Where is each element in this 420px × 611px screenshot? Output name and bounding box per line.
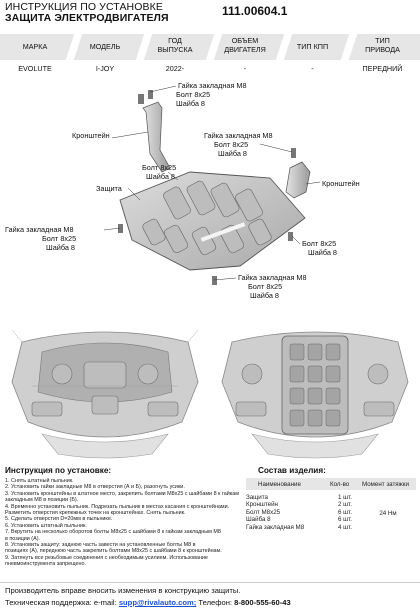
bolt-icon bbox=[212, 276, 217, 285]
bolt-icon bbox=[288, 232, 293, 241]
list-item: 8. Установить защиту: заднюю часть завес… bbox=[5, 542, 196, 549]
kit-torque-value: 24 Нм bbox=[379, 510, 397, 517]
diagram-labels: Гайка закладная М8 Болт 8х25 Шайба 8 Кро… bbox=[5, 81, 360, 300]
label-washer-right: Шайба 8 bbox=[308, 248, 337, 257]
spec-value-year: 2022- bbox=[165, 64, 185, 73]
spec-value-engine: - bbox=[243, 64, 247, 73]
footer-support: Техническая поддержка: e-mail: supp@riva… bbox=[5, 598, 291, 607]
underbody-render-after bbox=[212, 322, 418, 462]
list-item: 4. Временно установить пыльник. Подрезат… bbox=[5, 503, 230, 510]
kit-table: Наименование Кол-во Момент затяжки Защит… bbox=[246, 478, 416, 531]
table-row: Гайка закладная М8 4 шт. bbox=[246, 523, 352, 531]
list-item: 1. Снять штатный пыльник. bbox=[5, 478, 74, 484]
list-item: 5. Сделать отверстия D=20мм в пыльнике. bbox=[5, 516, 113, 523]
spec-value-drive: ПЕРЕДНИЙ bbox=[362, 64, 403, 73]
label-washer-bottom: Шайба 8 bbox=[250, 291, 279, 300]
list-item: 9. Затянуть все резьбовые соединения с н… bbox=[5, 554, 208, 561]
spec-header-brand: МАРКА bbox=[22, 42, 48, 51]
label-nut-top-1: Гайка закладная М8 bbox=[178, 81, 247, 90]
label-bolt-right: Болт 8х25 bbox=[302, 239, 336, 248]
table-row: Защита 1 шт. bbox=[246, 494, 352, 501]
table-row: Кронштейн 2 шт. bbox=[246, 501, 352, 509]
label-washer-left: Шайба 8 bbox=[46, 243, 75, 252]
bolt-icon bbox=[148, 90, 153, 99]
list-item: 7. Вкрутить на несколько оборотов болты … bbox=[5, 529, 221, 536]
support-label: Техническая поддержка: e-mail: bbox=[5, 598, 117, 607]
bracket-left-part bbox=[138, 90, 171, 173]
underbody-render-before bbox=[2, 322, 208, 462]
assembly-diagram: Гайка закладная М8 Болт 8х25 Шайба 8 Кро… bbox=[0, 80, 420, 320]
label-bolt-bottom: Болт 8х25 bbox=[248, 282, 282, 291]
kit-header-name: Наименование bbox=[258, 481, 301, 488]
kit-title: Состав изделия: bbox=[258, 466, 326, 475]
label-washer-top-2: Шайба 8 bbox=[218, 149, 247, 158]
bolt-icon bbox=[291, 148, 296, 158]
label-guard: Защита bbox=[96, 184, 123, 193]
list-item: в позиции (А). bbox=[5, 535, 40, 542]
support-phone: 8-800-555-60-43 bbox=[234, 598, 291, 607]
list-item: 2. Установить гайки закладные М8 в отвер… bbox=[5, 484, 185, 491]
label-bracket-left: Кронштейн bbox=[72, 131, 110, 140]
footer-divider bbox=[0, 582, 420, 583]
instructions-list: 1. Снять штатный пыльник. 2. Установить … bbox=[5, 478, 241, 568]
spec-header-model: МОДЕЛЬ bbox=[89, 42, 121, 51]
list-item: закладным М8 в позиции (Б). bbox=[5, 497, 79, 504]
article-code: 111.00604.1 bbox=[222, 4, 288, 18]
label-washer-top-1: Шайба 8 bbox=[176, 99, 205, 108]
header-title-line1: ИНСТРУКЦИЯ ПО УСТАНОВКЕ bbox=[5, 1, 163, 13]
phone-label: Телефон: bbox=[198, 598, 233, 607]
list-item: 6. Установить штатный пыльник. bbox=[5, 522, 87, 529]
label-bolt-top-2: Болт 8х25 bbox=[214, 140, 248, 149]
label-washer-mid: Шайба 8 bbox=[146, 172, 175, 181]
label-nut-top-2: Гайка закладная М8 bbox=[204, 131, 273, 140]
installed-guard bbox=[281, 335, 349, 435]
guard-plate bbox=[119, 171, 306, 271]
header-title-line2: ЗАЩИТА ЭЛЕКТРОДВИГАТЕЛЯ bbox=[5, 12, 169, 24]
kit-header-qty: Кол-во bbox=[330, 481, 350, 488]
spec-header-gearbox: ТИП КПП bbox=[296, 42, 329, 51]
label-bolt-top-1: Болт 8х25 bbox=[176, 90, 210, 99]
list-item: позициях (А), переднюю часть закрепить б… bbox=[5, 548, 222, 555]
spec-value-gearbox: - bbox=[311, 64, 314, 73]
list-item: пневмоинструмента запрещено. bbox=[5, 561, 86, 568]
label-nut-bottom: Гайка закладная М8 bbox=[238, 273, 307, 282]
kit-table-header: Наименование Кол-во Момент затяжки bbox=[246, 478, 416, 490]
table-row: Болт М8х25 6 шт. bbox=[246, 508, 352, 516]
spec-value-brand: EVOLUTE bbox=[18, 64, 52, 73]
label-bolt-left: Болт 8х25 bbox=[42, 234, 76, 243]
document-header: ИНСТРУКЦИЯ ПО УСТАНОВКЕ ЗАЩИТА ЭЛЕКТРОДВ… bbox=[5, 2, 169, 24]
instructions-title: Инструкция по установке: bbox=[5, 466, 112, 475]
assembly-drawing: Гайка закладная М8 Болт 8х25 Шайба 8 Кро… bbox=[5, 81, 360, 300]
bracket-right-part bbox=[285, 148, 311, 199]
table-row: Шайба 8 6 шт. bbox=[246, 516, 352, 524]
list-item: 3. Установить кронштейны в штатное место… bbox=[5, 490, 239, 497]
bolt-icon bbox=[118, 224, 123, 233]
bolt-icon bbox=[138, 94, 144, 104]
label-bracket-right: Кронштейн bbox=[322, 179, 360, 188]
label-nut-left: Гайка закладная М8 bbox=[5, 225, 74, 234]
footer-disclaimer: Производитель вправе вносить изменения в… bbox=[5, 586, 241, 595]
label-bolt-mid: Болт 8х25 bbox=[142, 163, 176, 172]
support-email-link[interactable]: supp@rivalauto.com; bbox=[118, 598, 197, 607]
spec-value-model: I-JOY bbox=[95, 64, 115, 73]
kit-header-torque: Момент затяжки bbox=[362, 481, 409, 488]
list-item: Разметить отверстия крепежных точек на к… bbox=[5, 510, 186, 517]
